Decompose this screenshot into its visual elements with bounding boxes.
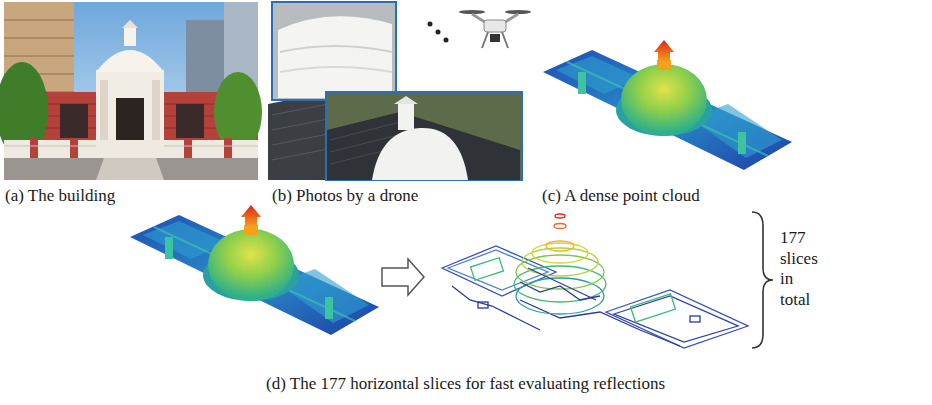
slices-drawing-part bbox=[546, 241, 574, 251]
block-arrow bbox=[382, 259, 424, 295]
drone-photos-part bbox=[272, 104, 328, 160]
drone-icon-part bbox=[502, 32, 508, 48]
drone-icon-part bbox=[505, 10, 531, 14]
building-photo-part bbox=[30, 138, 232, 158]
drone-photos-part-part bbox=[272, 149, 328, 160]
drone-photos-part bbox=[278, 16, 392, 98]
drone-icon-part bbox=[459, 10, 485, 14]
drone-icon bbox=[459, 10, 531, 48]
slices-drawing-part bbox=[606, 290, 748, 348]
slices-drawing-part bbox=[522, 248, 598, 276]
drone-photos-part bbox=[428, 22, 433, 27]
building-photo-part-part bbox=[4, 38, 74, 39]
slices-drawing-part bbox=[442, 246, 556, 296]
building-photo-part bbox=[4, 146, 258, 147]
slices-drawing-part bbox=[555, 214, 565, 218]
slices-drawing-part bbox=[516, 255, 604, 289]
building-photo-part-part bbox=[4, 20, 74, 21]
drone-photos-part-part bbox=[272, 104, 328, 115]
drone-icon-part bbox=[490, 34, 500, 42]
point-cloud bbox=[543, 40, 792, 170]
panel-caption: (a) The building bbox=[5, 186, 115, 206]
drone-photos-part bbox=[444, 38, 449, 43]
drone-icon-part bbox=[482, 32, 488, 48]
slices-drawing-part bbox=[690, 316, 700, 322]
panel-caption: (d) The 177 horizontal slices for fast e… bbox=[266, 374, 665, 394]
drone-photos bbox=[268, 2, 531, 180]
building-photo-part bbox=[176, 104, 204, 138]
drone-photos-part bbox=[280, 46, 392, 52]
slices-drawing-part bbox=[520, 300, 680, 346]
curly-bracket bbox=[752, 212, 773, 348]
building-photo-part-part bbox=[30, 138, 38, 158]
building-photo-part bbox=[100, 80, 108, 150]
building-photo-part bbox=[4, 140, 258, 158]
building-photo-part-part bbox=[70, 138, 78, 158]
point-cloud-small bbox=[130, 205, 379, 335]
panel-caption: (c) A dense point cloud bbox=[542, 186, 700, 206]
slices-drawing-part bbox=[554, 224, 566, 229]
drone-icon-part bbox=[484, 20, 506, 32]
drone-photos-part bbox=[436, 30, 441, 35]
building-photo-part bbox=[152, 80, 160, 150]
building-photo-part bbox=[96, 158, 164, 180]
slices-drawing-part bbox=[520, 282, 600, 300]
building-photo-part bbox=[124, 28, 136, 46]
slices-drawing-part bbox=[532, 243, 588, 263]
building-photo-part-part bbox=[164, 146, 258, 147]
slices-drawing-part bbox=[614, 296, 738, 342]
bracket-note: 177 slices in total bbox=[780, 228, 818, 311]
slices-drawing bbox=[442, 214, 748, 348]
drone-photos-part-part bbox=[272, 119, 328, 130]
drone-photos-part-part bbox=[272, 134, 328, 145]
drone-photos-part bbox=[326, 92, 522, 180]
building-photo-part bbox=[4, 158, 258, 180]
building-photo-part-part bbox=[224, 138, 232, 158]
point-cloud-small-part bbox=[130, 205, 379, 335]
building-photo-part-part bbox=[4, 146, 96, 147]
drone-photos-part bbox=[394, 96, 418, 104]
drone-photos-part bbox=[280, 67, 392, 72]
building-photo-part bbox=[60, 104, 88, 138]
drone-photos-part bbox=[272, 2, 396, 100]
building-photo-part-part bbox=[4, 56, 74, 57]
building-photo-part bbox=[122, 20, 138, 28]
drone-photos-part bbox=[398, 104, 414, 130]
drone-photos-part bbox=[372, 128, 468, 180]
drone-photos-part bbox=[268, 92, 330, 180]
point-cloud-part bbox=[543, 40, 792, 170]
slices-drawing-part bbox=[528, 268, 596, 300]
building-photo-part-part bbox=[184, 138, 192, 158]
drone-photos-part bbox=[327, 112, 520, 180]
slices-drawing-part bbox=[478, 302, 488, 308]
building-photo bbox=[0, 2, 262, 180]
slices-drawing-part bbox=[471, 258, 504, 281]
slices-drawing-part bbox=[631, 294, 676, 322]
building-photo-part bbox=[96, 50, 164, 72]
panel-caption: (b) Photos by a drone bbox=[272, 186, 418, 206]
